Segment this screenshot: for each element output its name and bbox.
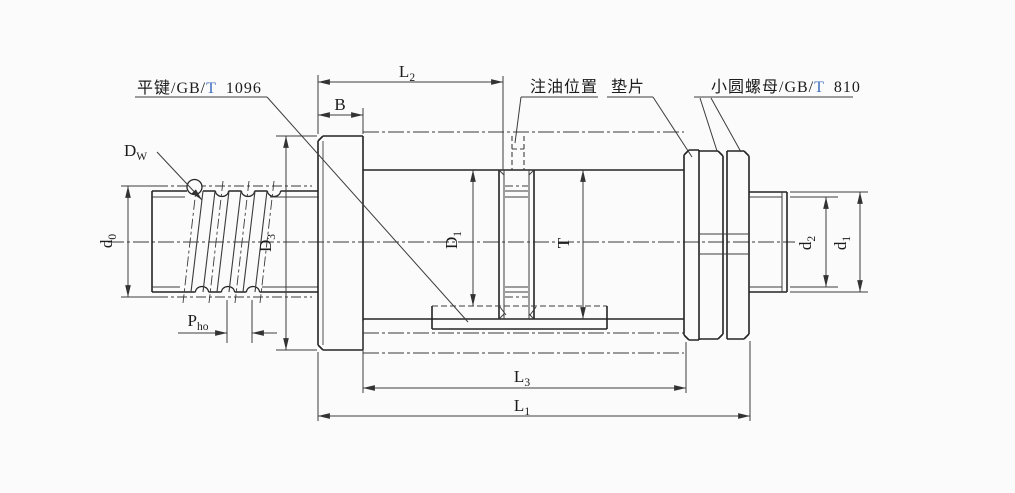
washer	[683, 149, 700, 341]
dim-label-L1: L1	[514, 396, 530, 418]
dim-label-D3: D3	[256, 234, 278, 252]
dim-label-L2: L2	[399, 62, 415, 84]
dim-label-d2: d2	[796, 236, 818, 251]
oil-leader	[514, 96, 522, 144]
dim-d2	[790, 196, 838, 288]
shaft-end-journal	[749, 191, 788, 293]
oil-hole-hidden	[511, 136, 525, 170]
round-nut-leaders	[699, 97, 742, 153]
dim-Pho	[178, 300, 277, 343]
flat-key	[431, 305, 608, 330]
dim-label-D1: D1	[442, 231, 464, 249]
dim-label-DW: DW	[124, 141, 147, 163]
dim-d0	[121, 185, 160, 298]
flat-key-leader	[266, 96, 469, 323]
dim-L2	[317, 75, 504, 170]
dim-label-L3: L3	[514, 367, 530, 389]
screw-shaft-root-lines	[152, 196, 318, 288]
dim-d1	[790, 191, 868, 293]
round-nut-1	[699, 150, 724, 340]
nut-slot-lines	[699, 233, 749, 255]
dim-L1	[317, 341, 751, 421]
ball-thread	[190, 190, 268, 293]
dim-label-d1: d1	[831, 236, 853, 251]
phantom-lines	[363, 131, 684, 354]
preload-gap	[498, 169, 537, 320]
dim-B	[318, 108, 364, 134]
label-oil-position: 注油位置	[530, 78, 598, 96]
dim-label-B: B	[334, 95, 345, 114]
label-gasket: 垫片	[611, 78, 645, 96]
dim-label-T: T	[554, 237, 573, 248]
dim-D3	[276, 135, 317, 351]
screw-shaft	[151, 190, 318, 293]
round-nut-2	[726, 150, 750, 340]
dim-label-d0: d0	[97, 234, 119, 249]
callout-leaders	[135, 96, 853, 323]
dw-leader	[156, 151, 203, 201]
dim-L3	[362, 321, 687, 393]
flange	[317, 135, 364, 351]
dim-label-Pho: Pho	[188, 311, 209, 333]
gasket-leader	[652, 96, 693, 158]
